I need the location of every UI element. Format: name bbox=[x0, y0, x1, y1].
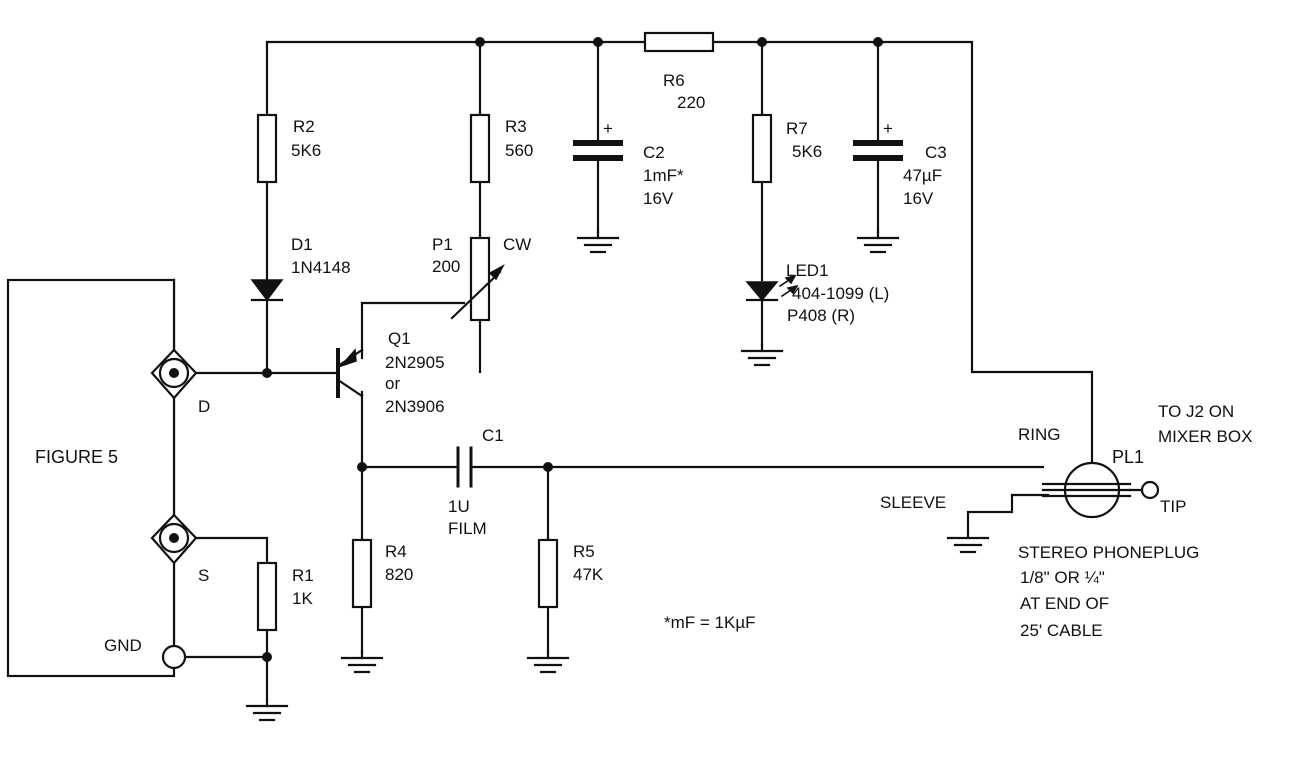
resistor-r3: R3 560 bbox=[469, 113, 533, 184]
svg-text:404-1099 (L): 404-1099 (L) bbox=[792, 284, 889, 303]
transistor-q1: Q1 2N2905 or 2N3906 bbox=[336, 329, 445, 416]
svg-text:P1: P1 bbox=[432, 235, 453, 254]
svg-text:1N4148: 1N4148 bbox=[291, 258, 351, 277]
svg-text:200: 200 bbox=[432, 257, 460, 276]
svg-text:or: or bbox=[385, 374, 400, 393]
plug-line-4: 25' CABLE bbox=[1020, 621, 1103, 640]
destination-line-2: MIXER BOX bbox=[1158, 427, 1252, 446]
pin-d-label: D bbox=[198, 397, 210, 416]
pin-s-label: S bbox=[198, 566, 209, 585]
svg-text:16V: 16V bbox=[643, 189, 674, 208]
svg-text:RING: RING bbox=[1018, 425, 1061, 444]
svg-text:2N3906: 2N3906 bbox=[385, 397, 445, 416]
figure-5-label: FIGURE 5 bbox=[35, 447, 118, 467]
svg-text:+: + bbox=[603, 119, 613, 138]
svg-text:5K6: 5K6 bbox=[291, 141, 321, 160]
svg-text:+: + bbox=[883, 119, 893, 138]
svg-text:1mF*: 1mF* bbox=[643, 166, 684, 185]
svg-text:820: 820 bbox=[385, 565, 413, 584]
svg-text:PL1: PL1 bbox=[1112, 447, 1144, 467]
svg-text:220: 220 bbox=[677, 93, 705, 112]
potentiometer-p1: P1 200 CW bbox=[432, 235, 531, 322]
resistor-r7: R7 5K6 bbox=[751, 113, 822, 184]
resistor-r6: R6 220 bbox=[643, 31, 715, 112]
capacitor-c3: + C3 47µF 16V bbox=[853, 119, 947, 208]
svg-text:C2: C2 bbox=[643, 143, 665, 162]
svg-text:FILM: FILM bbox=[448, 519, 487, 538]
svg-text:CW: CW bbox=[503, 235, 531, 254]
svg-text:TIP: TIP bbox=[1160, 497, 1186, 516]
diode-d1: D1 1N4148 bbox=[250, 235, 351, 302]
resistor-r1: R1 1K bbox=[256, 561, 314, 632]
svg-text:1U: 1U bbox=[448, 497, 470, 516]
svg-text:1K: 1K bbox=[292, 589, 313, 608]
svg-text:C3: C3 bbox=[925, 143, 947, 162]
svg-text:5K6: 5K6 bbox=[792, 142, 822, 161]
phone-plug-pl1: PL1 RING SLEEVE TIP bbox=[880, 425, 1186, 519]
svg-text:47K: 47K bbox=[573, 565, 604, 584]
pin-gnd-label: GND bbox=[104, 636, 142, 655]
ground-symbols bbox=[245, 230, 990, 722]
svg-text:R4: R4 bbox=[385, 542, 407, 561]
svg-text:16V: 16V bbox=[903, 189, 934, 208]
capacitor-c1: C1 1U FILM bbox=[448, 426, 504, 538]
svg-text:R2: R2 bbox=[293, 117, 315, 136]
svg-text:R5: R5 bbox=[573, 542, 595, 561]
svg-text:D1: D1 bbox=[291, 235, 313, 254]
svg-text:R6: R6 bbox=[663, 71, 685, 90]
svg-text:SLEEVE: SLEEVE bbox=[880, 493, 946, 512]
plug-line-1: STEREO PHONEPLUG bbox=[1018, 543, 1199, 562]
plug-line-3: AT END OF bbox=[1020, 594, 1109, 613]
junctions bbox=[262, 37, 883, 662]
svg-text:LED1: LED1 bbox=[786, 261, 829, 280]
svg-text:C1: C1 bbox=[482, 426, 504, 445]
capacitor-c2: + C2 1mF* 16V bbox=[573, 119, 684, 208]
destination-line-1: TO J2 ON bbox=[1158, 402, 1234, 421]
footnote: *mF = 1KµF bbox=[664, 613, 756, 632]
svg-text:47µF: 47µF bbox=[903, 166, 942, 185]
svg-text:R3: R3 bbox=[505, 117, 527, 136]
svg-text:Q1: Q1 bbox=[388, 329, 411, 348]
led-led1: LED1 404-1099 (L) P408 (R) bbox=[745, 261, 889, 325]
jack-gnd bbox=[161, 644, 187, 670]
svg-text:2N2905: 2N2905 bbox=[385, 353, 445, 372]
resistor-r5: R5 47K bbox=[537, 538, 604, 609]
svg-text:P408 (R): P408 (R) bbox=[787, 306, 855, 325]
svg-text:R1: R1 bbox=[292, 566, 314, 585]
svg-text:560: 560 bbox=[505, 141, 533, 160]
notes: TO J2 ON MIXER BOX STEREO PHONEPLUG 1/8"… bbox=[664, 402, 1252, 640]
resistor-r2: R2 5K6 bbox=[256, 113, 321, 184]
resistor-r4: R4 820 bbox=[351, 538, 413, 609]
figure-5-box: FIGURE 5 D S GND bbox=[6, 278, 210, 678]
plug-line-2: 1/8" OR ¼" bbox=[1020, 568, 1105, 587]
svg-text:R7: R7 bbox=[786, 119, 808, 138]
